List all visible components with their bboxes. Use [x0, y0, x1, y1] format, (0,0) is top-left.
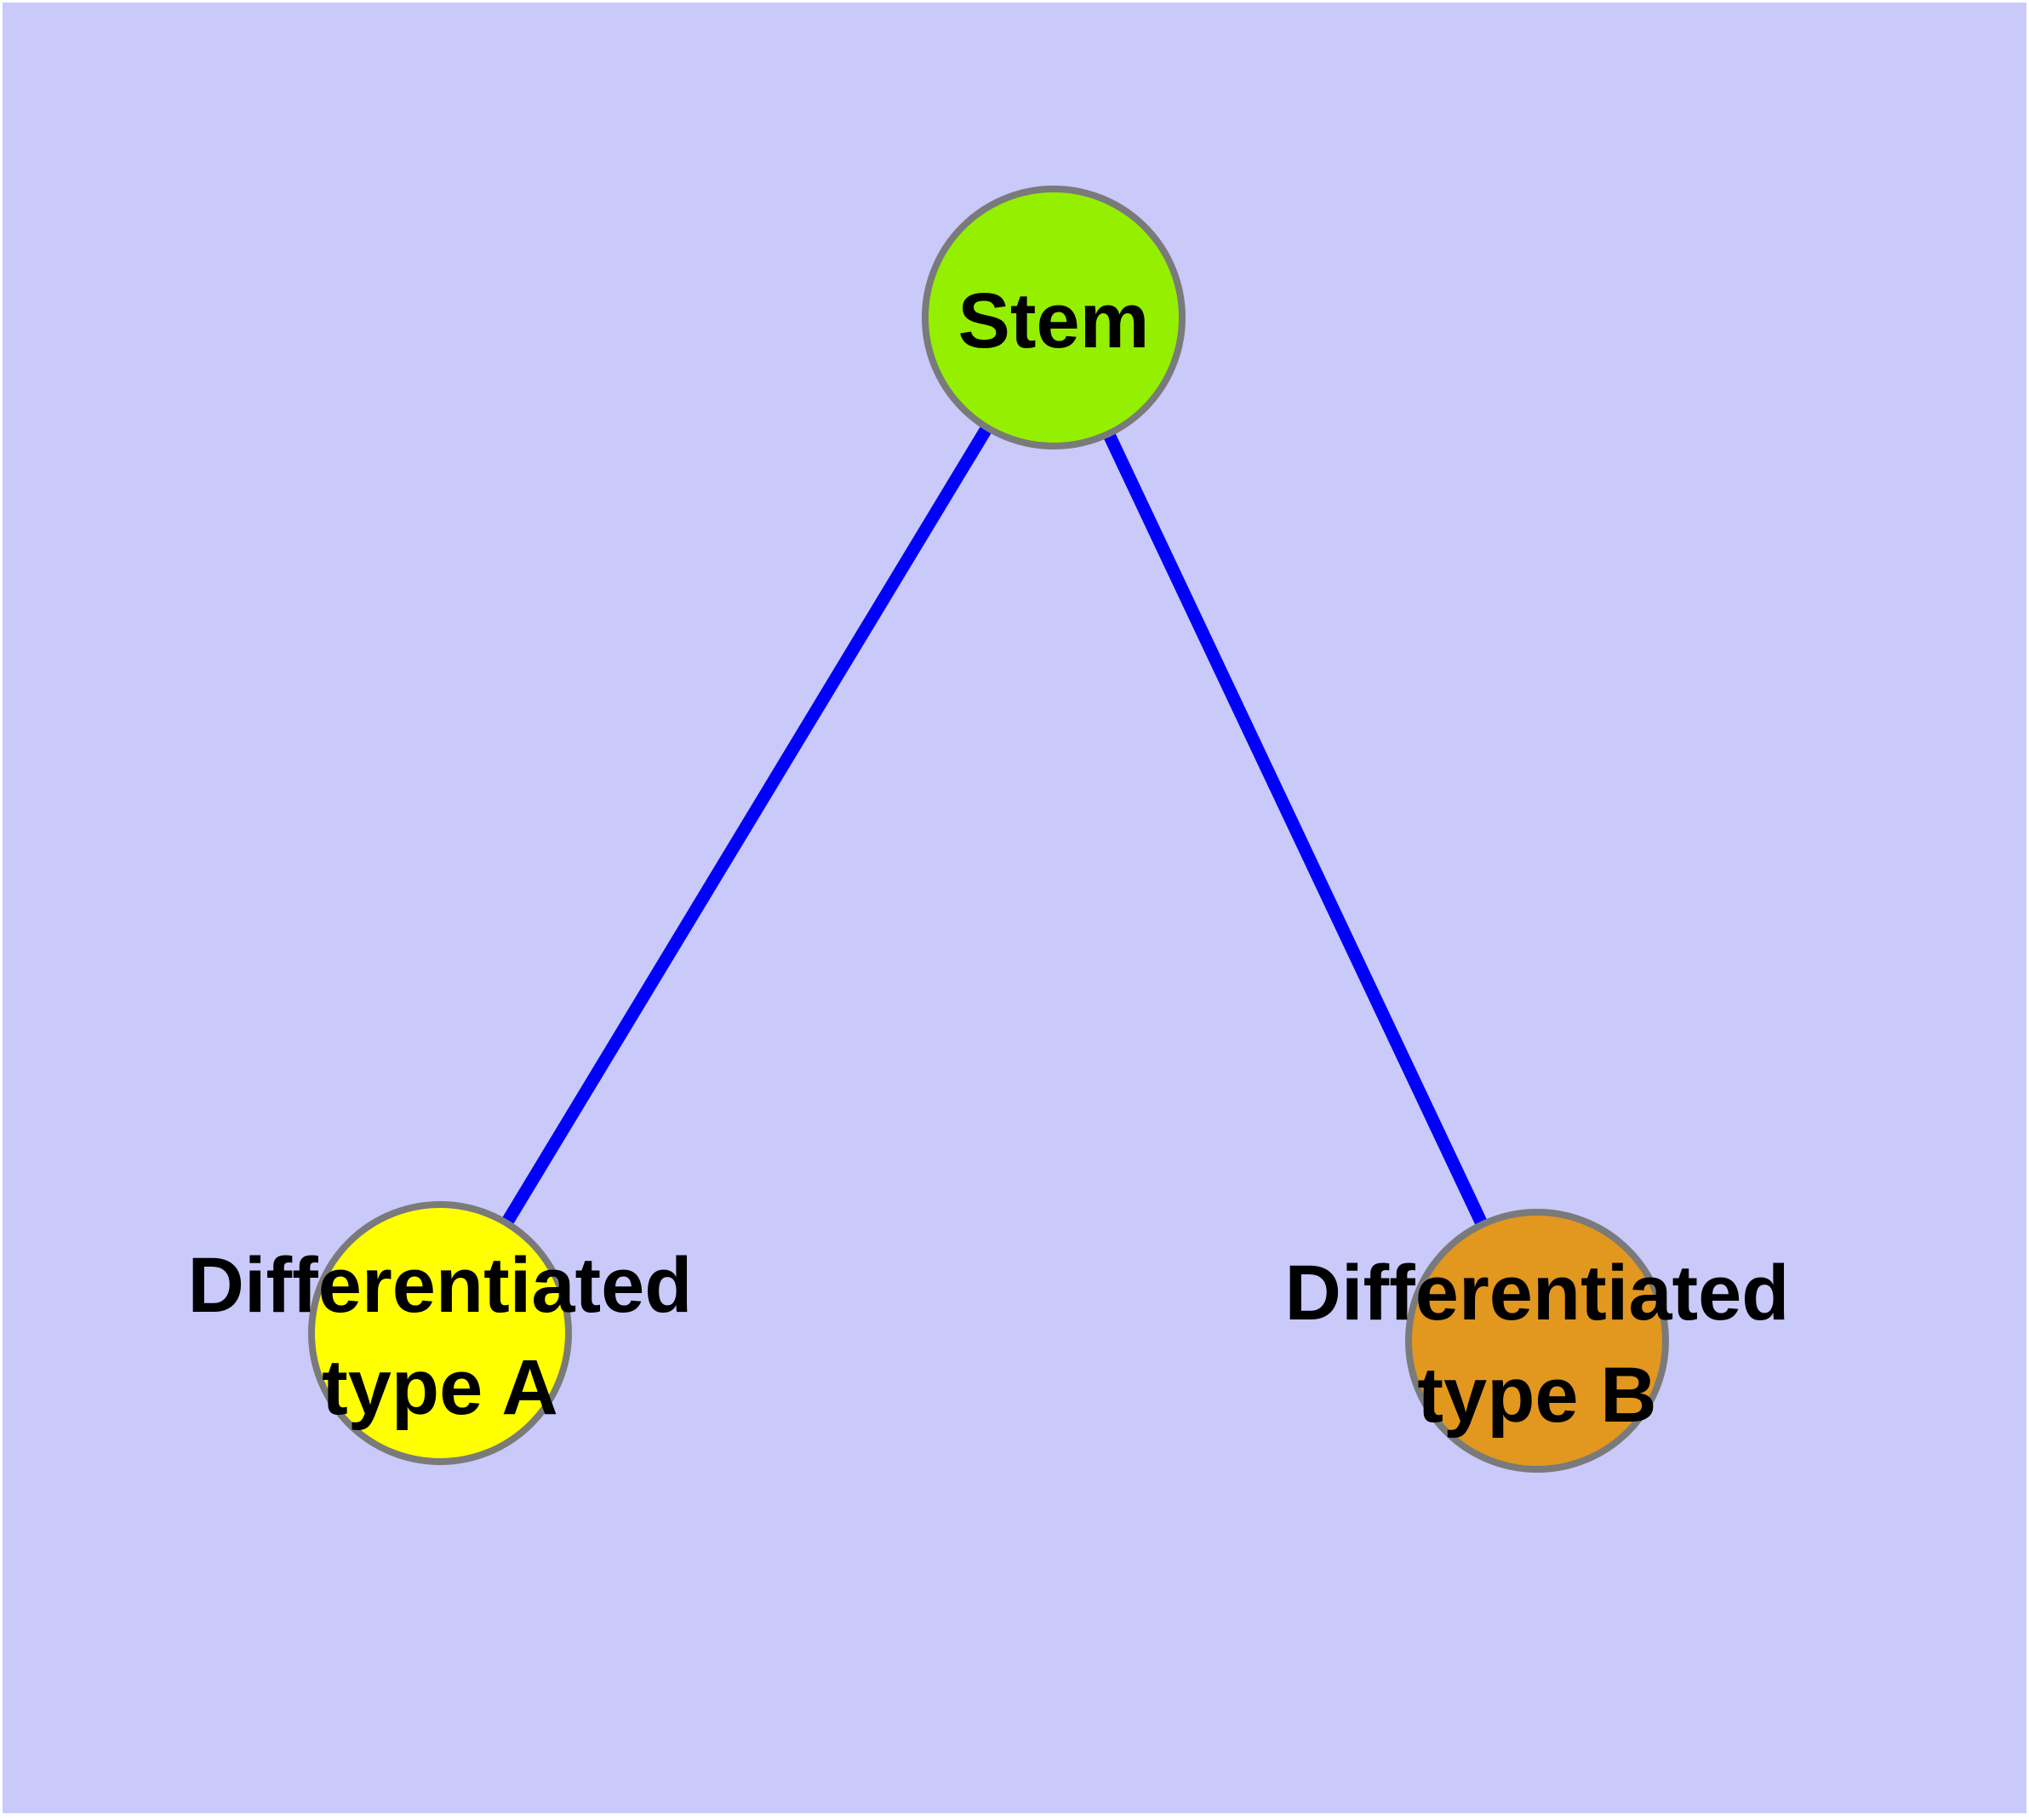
edge-stem-to-typeB: [1048, 314, 1543, 1344]
node-typeA-circle: [308, 1201, 572, 1465]
node-stem-label: Stem: [958, 278, 1150, 364]
node-typeB-circle: [1405, 1209, 1669, 1473]
nodes-layer: [308, 186, 1669, 1473]
node-stem-circle: [922, 186, 1186, 449]
edge-stem-to-typeA: [434, 314, 1060, 1336]
edges-layer: [434, 314, 1543, 1344]
